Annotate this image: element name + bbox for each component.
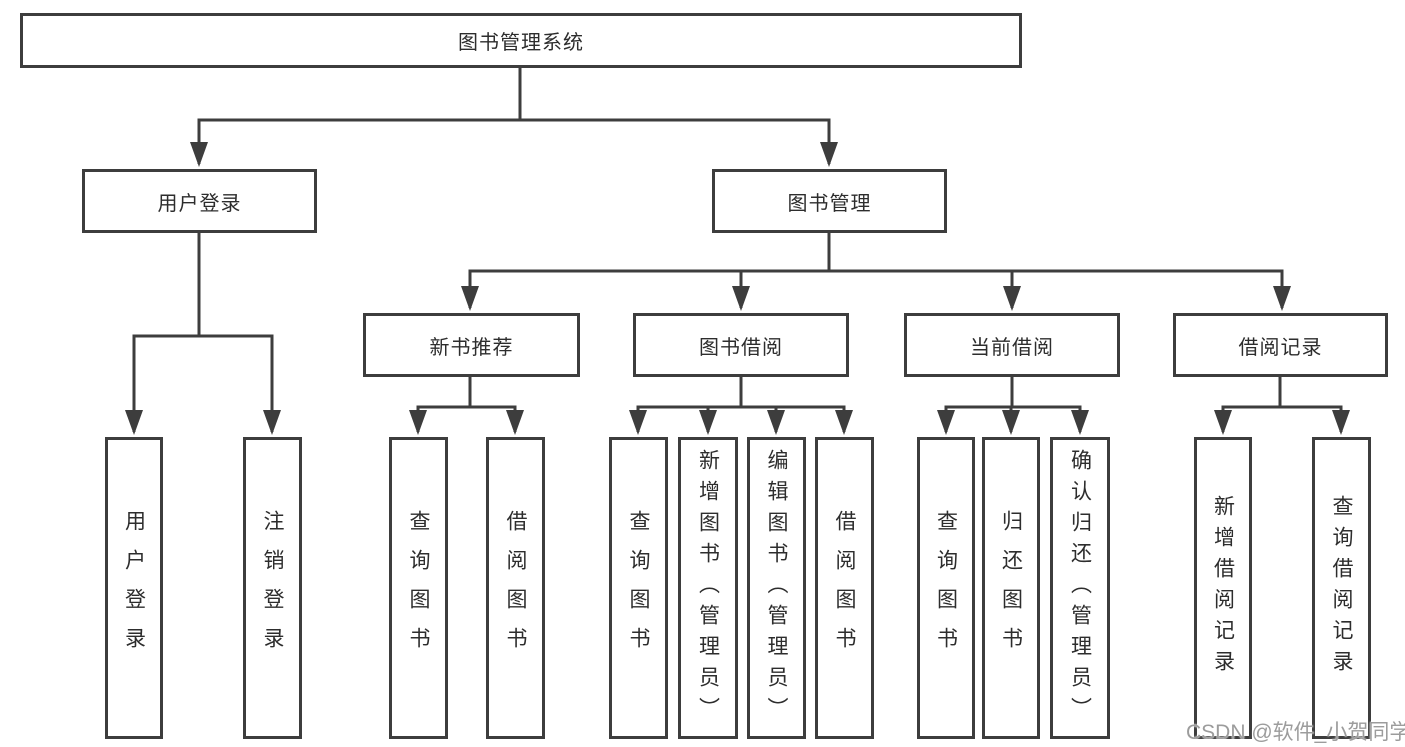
leaf-logout-label: 注销登录: [261, 510, 284, 666]
leaf-query-borrow-record-label: 查询借阅记录: [1330, 495, 1353, 681]
leaf-user-login-label: 用户登录: [122, 510, 146, 666]
leaf-query-books-borrowing: 查询图书: [609, 437, 668, 739]
node-borrowing-records: 借阅记录: [1173, 313, 1388, 377]
node-user-login: 用户登录: [82, 169, 317, 233]
csdn-watermark: CSDN @软件_小贺同学: [1186, 721, 1405, 744]
leaf-query-books-recommend: 查询图书: [389, 437, 448, 739]
leaf-user-login: 用户登录: [105, 437, 163, 739]
leaf-add-borrow-record: 新增借阅记录: [1194, 437, 1252, 739]
leaf-return-book: 归还图书: [982, 437, 1040, 739]
leaf-borrow-books-borrowing: 借阅图书: [815, 437, 874, 739]
connector-group: [125, 68, 1350, 435]
leaf-query-books-current: 查询图书: [917, 437, 975, 739]
node-current-borrowing: 当前借阅: [904, 313, 1120, 377]
leaf-logout: 注销登录: [243, 437, 302, 739]
leaf-edit-book-admin: 编辑图书（管理员）: [747, 437, 806, 739]
node-book-management: 图书管理: [712, 169, 947, 233]
node-library-management-system: 图书管理系统: [20, 13, 1022, 68]
leaf-return-book-label: 归还图书: [999, 510, 1023, 666]
leaf-query-books-borrowing-label: 查询图书: [627, 510, 650, 666]
node-new-book-recommend: 新书推荐: [363, 313, 580, 377]
leaf-confirm-return-admin: 确认归还（管理员）: [1050, 437, 1110, 739]
leaf-add-borrow-record-label: 新增借阅记录: [1211, 495, 1235, 681]
leaf-borrow-books-recommend-label: 借阅图书: [504, 510, 527, 666]
leaf-confirm-return-admin-label: 确认归还（管理员）: [1068, 448, 1092, 728]
leaf-add-book-admin-label: 新增图书（管理员）: [696, 448, 720, 728]
leaf-query-borrow-record: 查询借阅记录: [1312, 437, 1371, 739]
leaf-add-book-admin: 新增图书（管理员）: [678, 437, 738, 739]
leaf-borrow-books-borrowing-label: 借阅图书: [833, 510, 856, 666]
leaf-borrow-books-recommend: 借阅图书: [486, 437, 545, 739]
node-book-borrowing: 图书借阅: [633, 313, 849, 377]
leaf-query-books-current-label: 查询图书: [934, 510, 958, 666]
leaf-query-books-recommend-label: 查询图书: [407, 510, 430, 666]
leaf-edit-book-admin-label: 编辑图书（管理员）: [765, 448, 788, 728]
